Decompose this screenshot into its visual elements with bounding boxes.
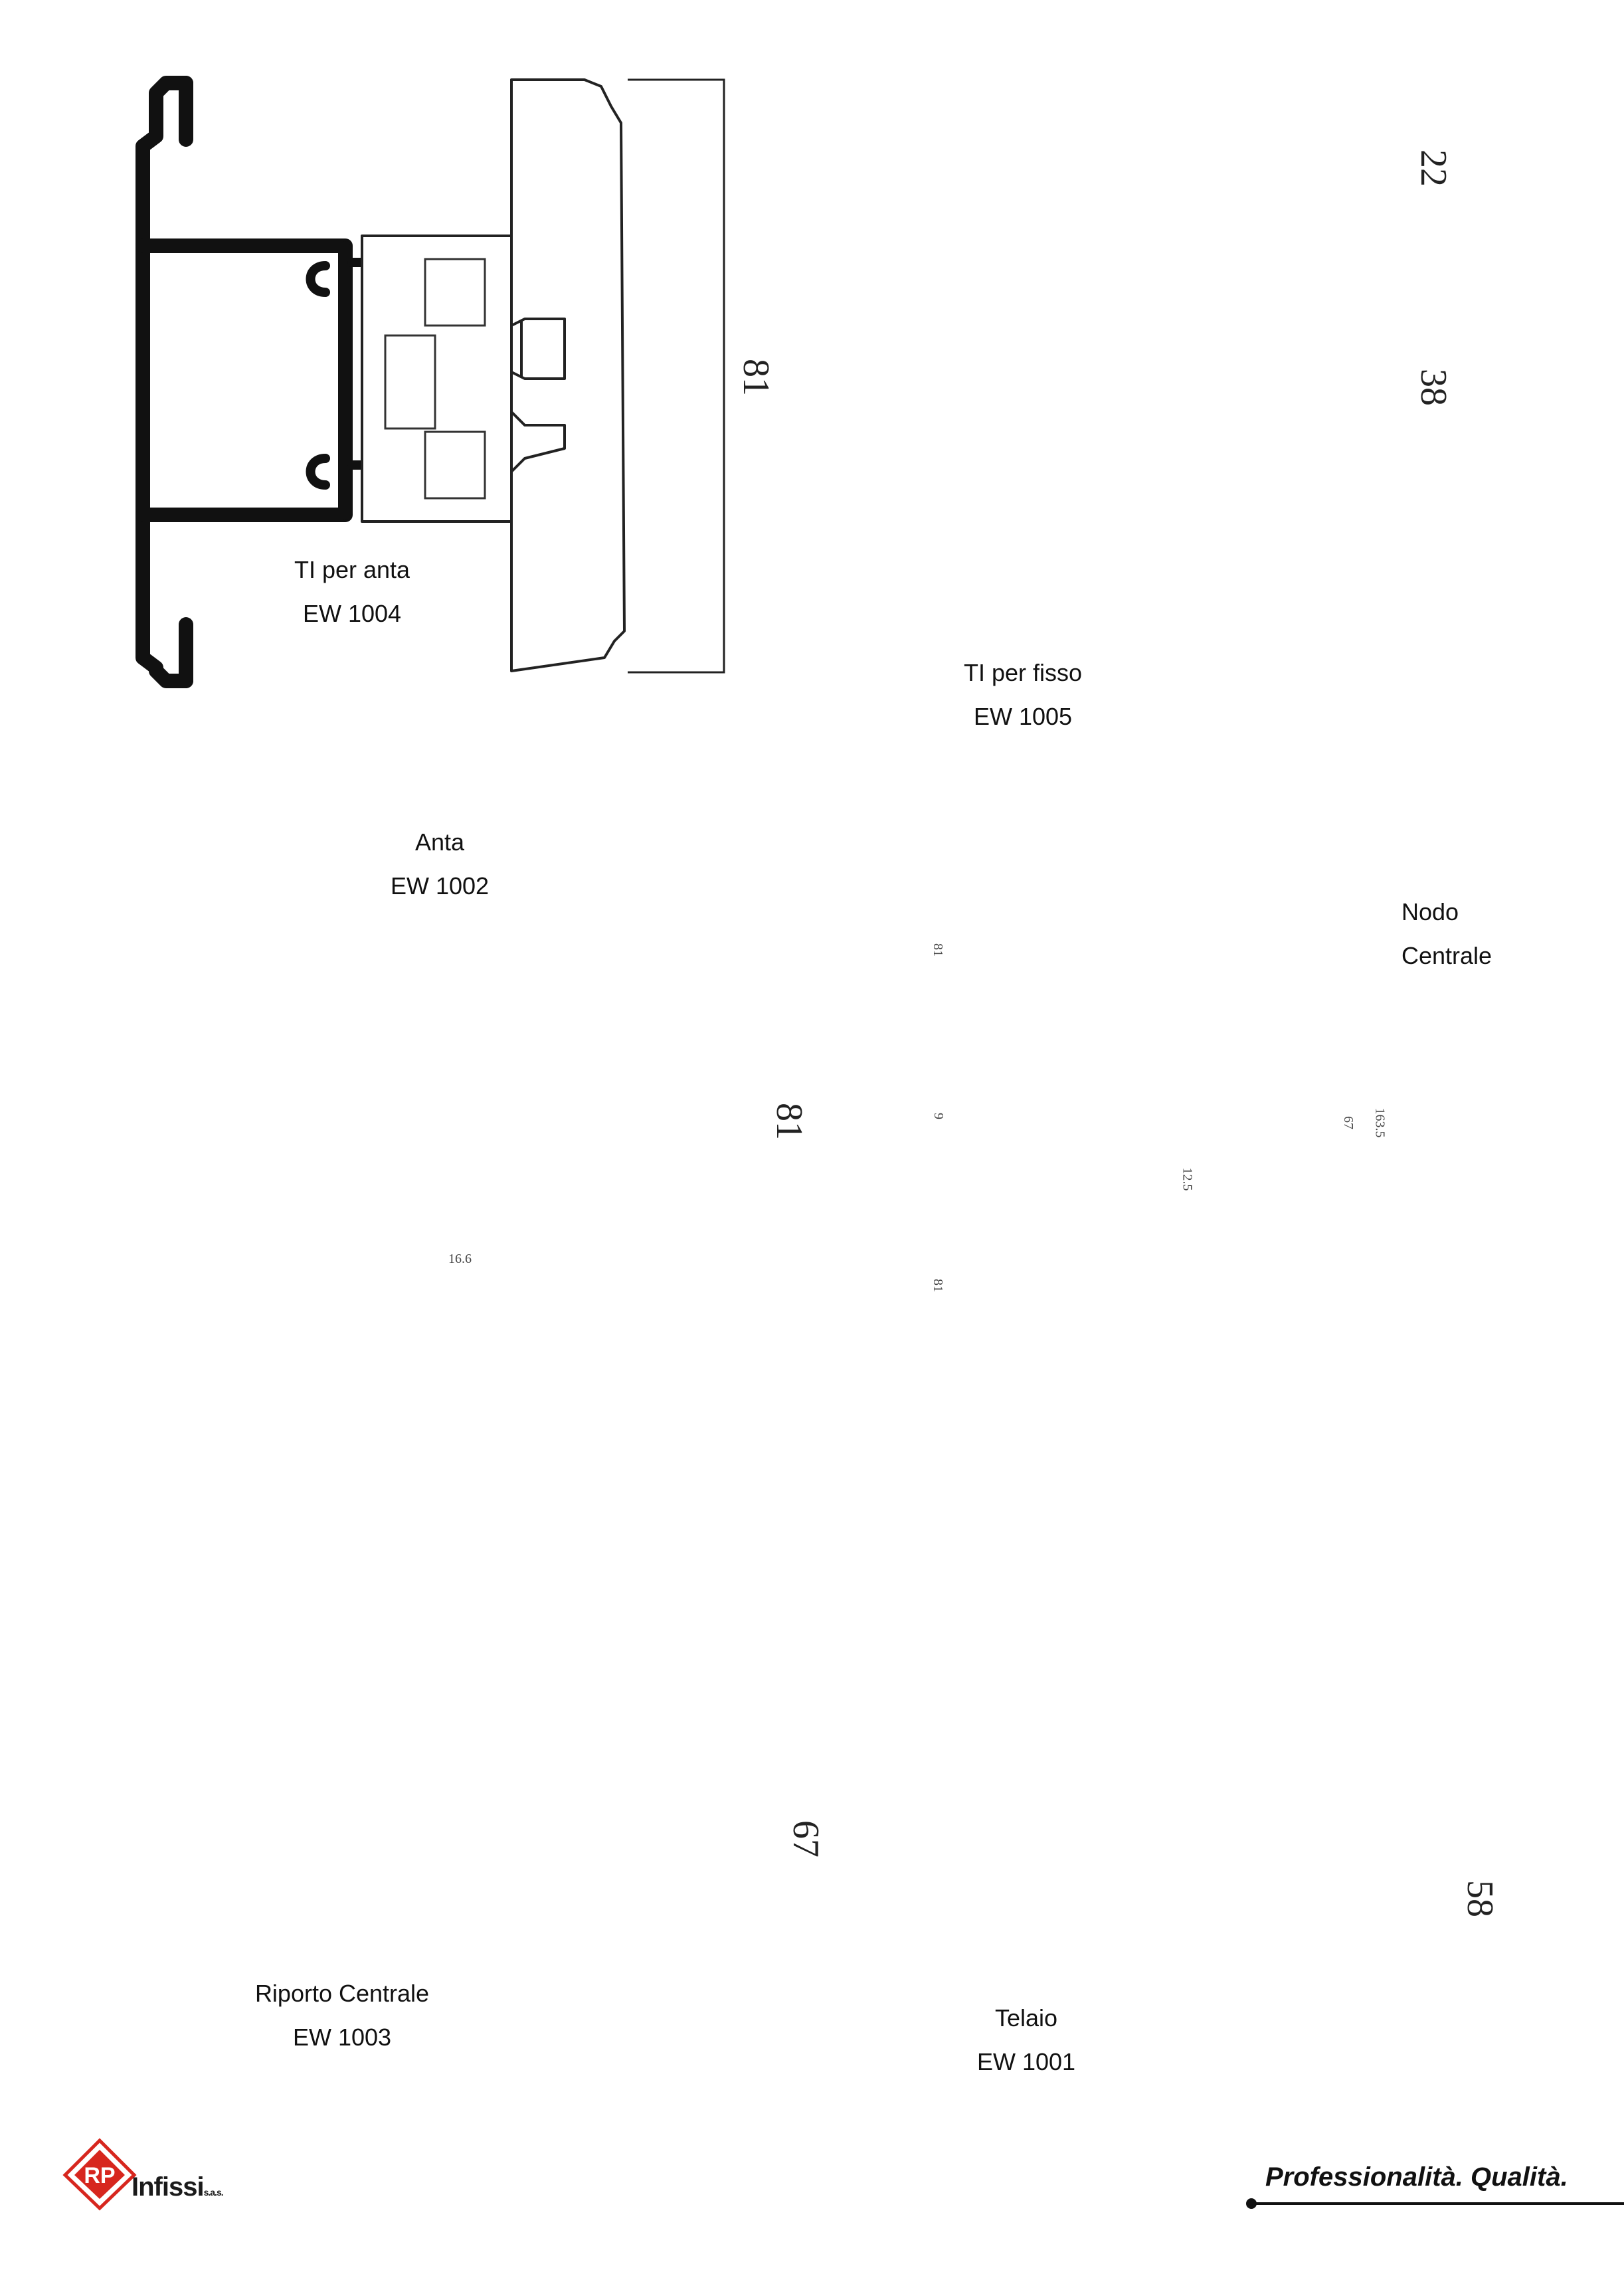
riporto-name: Riporto Centrale xyxy=(254,1980,430,2007)
label-telaio: Telaio EW 1001 xyxy=(927,1996,1126,2084)
company-logo: RP Infissis.a.s. xyxy=(60,2138,272,2211)
dim-riporto: 67 xyxy=(785,1820,826,1857)
label-ti-fisso: TI per fisso EW 1005 xyxy=(923,651,1123,739)
dim-nodo-3: 81 xyxy=(931,1279,945,1292)
ti-fisso-code: EW 1005 xyxy=(973,703,1073,730)
logo-suffix: s.a.s. xyxy=(203,2187,224,2198)
dim-nodo-5: 67 xyxy=(1341,1116,1356,1129)
nodo-name-line2: Centrale xyxy=(1401,942,1492,969)
nodo-name-line1: Nodo xyxy=(1401,898,1459,925)
rp-diamond-logo-icon: RP xyxy=(62,2138,137,2211)
dim-anta: 81 xyxy=(768,1103,810,1140)
logo-word: Infissi xyxy=(132,2172,205,2202)
dim-anta-small: 16.6 xyxy=(448,1252,472,1266)
dim-nodo-6: 12.5 xyxy=(1180,1167,1195,1191)
dim-telaio: 58 xyxy=(1459,1880,1500,1917)
label-ti-anta: TI per anta EW 1004 xyxy=(252,548,452,636)
dim-nodo-4: 163.5 xyxy=(1372,1107,1388,1138)
dim-ti-anta: 81 xyxy=(735,359,776,396)
dim-ti-fisso-top: 22 xyxy=(1413,149,1454,187)
ti-anta-code: EW 1004 xyxy=(302,600,402,627)
dim-nodo-1: 81 xyxy=(931,943,945,957)
ti-anta-name: TI per anta xyxy=(294,556,410,583)
logo-letters: RP xyxy=(84,2163,115,2188)
logo-wordmark: Infissis.a.s. xyxy=(132,2172,224,2202)
label-nodo-centrale: Nodo Centrale xyxy=(1401,890,1568,978)
profile-ti-per-anta xyxy=(135,76,725,688)
dim-nodo-2: 9 xyxy=(931,1113,946,1119)
tagline-dot xyxy=(1246,2198,1257,2209)
tagline-rule xyxy=(1252,2202,1624,2205)
ti-fisso-name: TI per fisso xyxy=(963,659,1083,686)
label-anta: Anta EW 1002 xyxy=(340,820,539,908)
label-riporto-centrale: Riporto Centrale EW 1003 xyxy=(226,1972,458,2059)
telaio-code: EW 1001 xyxy=(976,2048,1076,2075)
tagline: Professionalità. Qualità. xyxy=(1265,2162,1568,2192)
anta-name: Anta xyxy=(414,828,465,856)
telaio-name: Telaio xyxy=(994,2004,1058,2032)
riporto-code: EW 1003 xyxy=(292,2024,392,2051)
anta-code: EW 1002 xyxy=(390,872,490,900)
dim-ti-fisso-middle: 38 xyxy=(1413,369,1454,406)
